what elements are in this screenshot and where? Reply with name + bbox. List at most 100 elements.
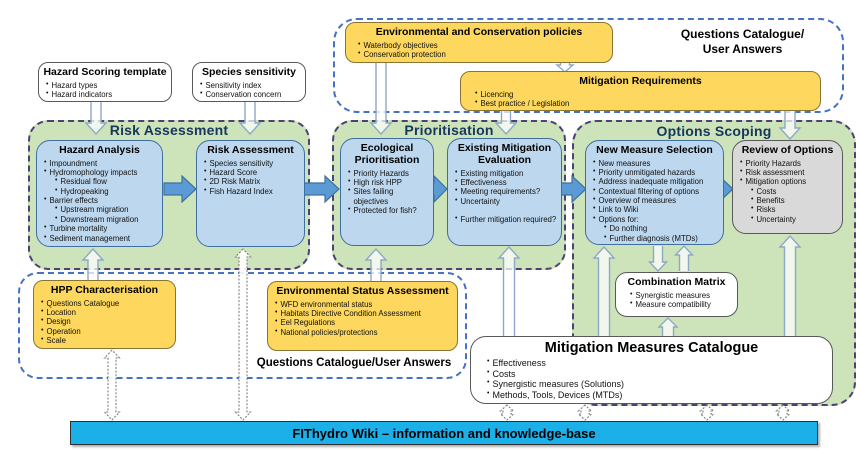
review-of-options-box: Review of Options •Priority Hazards•Risk… <box>732 140 843 234</box>
bullet-text: Species sensitivity <box>209 158 274 168</box>
bullet-item: •Residual flow <box>44 177 159 186</box>
bullet-item: •Measure compatibility <box>630 300 734 309</box>
bullet-text: Best practice / Legislation <box>480 99 570 109</box>
bullet-list: •New measures•Priority unmitigated hazar… <box>586 158 723 244</box>
bullet-text: Downstream migration <box>60 214 139 224</box>
bullet-text: Options for: <box>598 214 639 224</box>
bullet-dot: • <box>55 186 58 194</box>
bullet-dot: • <box>487 358 490 366</box>
bullet-item: •Licencing <box>475 90 817 99</box>
bullet-item: •Risks <box>740 205 839 214</box>
top-questions-catalogue-container <box>333 18 844 113</box>
bullet-text: Waterbody objectives <box>363 40 438 50</box>
bullet-list: •Priority Hazards•High risk HPP•Sites fa… <box>341 168 433 218</box>
bullet-text: Priority Hazards <box>353 168 409 178</box>
bullet-list: •Impoundment•Hydromophology impacts•Resi… <box>37 158 162 245</box>
bullet-dot: • <box>348 168 351 176</box>
bullet-item: •Synergistic measures (Solutions) <box>487 379 829 390</box>
bullet-dot: • <box>348 177 351 185</box>
box-title: Mitigation Requirements <box>579 75 702 87</box>
bullet-text: Sediment management <box>49 233 131 243</box>
bullet-item: •Eel Regulations <box>275 318 454 327</box>
bullet-item: •Priority Hazards <box>740 159 839 168</box>
bullet-text: Location <box>46 308 76 318</box>
bullet-item: •Priority Hazards <box>348 169 430 178</box>
bullet-dot: • <box>487 368 490 376</box>
bullet-text: Benefits <box>756 196 785 206</box>
bullet-item: •Uncertainty <box>740 215 839 224</box>
bullet-text: Uncertainty <box>756 214 796 224</box>
bullet-item: •Risk assessment <box>740 168 839 177</box>
bullet-dot: • <box>455 196 458 204</box>
bullet-text: Hazard types <box>51 80 98 90</box>
bullet-text: Fish Hazard Index <box>209 186 273 196</box>
bullet-list: •Waterbody objectives•Conservation prote… <box>346 40 612 62</box>
bullet-item: •Upstream migration <box>44 205 159 214</box>
bullet-text: National policies/protections <box>280 327 378 337</box>
bullet-text: New measures <box>598 158 651 168</box>
bullet-list: •Hazard types•Hazard indicators <box>39 80 171 101</box>
bullet-text: Contextual filtering of options <box>598 186 700 196</box>
bullet-dot: • <box>487 379 490 387</box>
arrow-wiki-to-options-scoping-2 <box>775 404 791 421</box>
bullet-dot: • <box>41 317 44 325</box>
options-scoping-section-title: Options Scoping <box>656 123 772 139</box>
bullet-dot: • <box>455 168 458 176</box>
box-title: Risk Assessment <box>207 144 294 156</box>
environmental-status-assessment-box: Environmental Status Assessment •WFD env… <box>267 281 458 351</box>
box-title: Environmental and Conservation policies <box>375 26 583 38</box>
bullet-dot: • <box>204 186 207 194</box>
bullet-item: •Turbine mortality <box>44 224 159 233</box>
bullet-item: •Impoundment <box>44 159 159 168</box>
bullet-item: •National policies/protections <box>275 328 454 337</box>
bullet-item: •Meeting requirements? <box>455 187 558 196</box>
arrow-wiki-to-options-scoping-1 <box>699 404 715 421</box>
bullet-text: Questions Catalogue <box>46 298 120 308</box>
bullet-dot: • <box>44 224 47 232</box>
bullet-text: Existing mitigation <box>460 168 524 178</box>
bullet-text: Effectiveness <box>492 358 546 369</box>
bullet-item: •Waterbody objectives <box>358 41 609 50</box>
bullet-list: •Effectiveness•Costs•Synergistic measure… <box>471 357 832 402</box>
bullet-text: Effectiveness <box>460 177 507 187</box>
bullet-item: •Species sensitivity <box>204 159 301 168</box>
bullet-dot: • <box>41 298 44 306</box>
bullet-text: Costs <box>756 186 777 196</box>
combination-matrix-box: Combination Matrix •Synergistic measures… <box>615 272 738 317</box>
bullet-text: 2D Risk Matrix <box>209 177 261 187</box>
wiki-bar-label: FIThydro Wiki – information and knowledg… <box>292 425 596 441</box>
bullet-dot: • <box>751 196 754 204</box>
bullet-item: •Overview of measures <box>593 196 720 205</box>
bullet-text: Further mitigation required? <box>460 214 557 224</box>
bullet-dot: • <box>455 214 458 222</box>
bullet-text: Do nothing <box>609 224 648 234</box>
bullet-dot: • <box>740 158 743 166</box>
bullet-text: Overview of measures <box>598 196 677 206</box>
bullet-dot: • <box>55 177 58 185</box>
box-title: Mitigation Measures Catalogue <box>544 340 759 356</box>
bullet-dot: • <box>204 168 207 176</box>
bullet-dot: • <box>630 300 633 308</box>
bullet-text: Priority unmitigated hazards <box>598 168 696 178</box>
mitigation-requirements-box: Mitigation Requirements •Licencing•Best … <box>460 71 821 111</box>
bullet-text: Hazard indicators <box>51 90 113 100</box>
bullet-item: •Further diagnosis (MTDs) <box>593 234 720 243</box>
bullet-dot: • <box>593 177 596 185</box>
bottom-questions-catalogue-label: Questions Catalogue/User Answers <box>256 357 452 369</box>
bullet-text: Conservation concern <box>205 90 282 100</box>
box-title: Hazard Analysis <box>59 144 140 156</box>
fithydro-wiki-bar[interactable]: FIThydro Wiki – information and knowledg… <box>70 421 818 445</box>
bullet-item: •Conservation protection <box>358 50 609 59</box>
bullet-item: •Hydropeaking <box>44 187 159 196</box>
existing-mitigation-evaluation-box: Existing Mitigation Evaluation •Existing… <box>447 138 562 246</box>
bullet-item: •Hazard Score <box>204 168 301 177</box>
bullet-text: Barrier effects <box>49 196 98 206</box>
bullet-text: Meeting requirements? <box>460 187 541 197</box>
bullet-dot: • <box>41 326 44 334</box>
bullet-list: •Questions Catalogue•Location•Design•Ope… <box>34 298 175 348</box>
bullet-item: •Sites failing objectives <box>348 187 430 206</box>
bullet-text: Methods, Tools, Devices (MTDs) <box>492 390 623 401</box>
bullet-text: Uncertainty <box>460 196 500 206</box>
bullet-text: Priority Hazards <box>745 158 801 168</box>
